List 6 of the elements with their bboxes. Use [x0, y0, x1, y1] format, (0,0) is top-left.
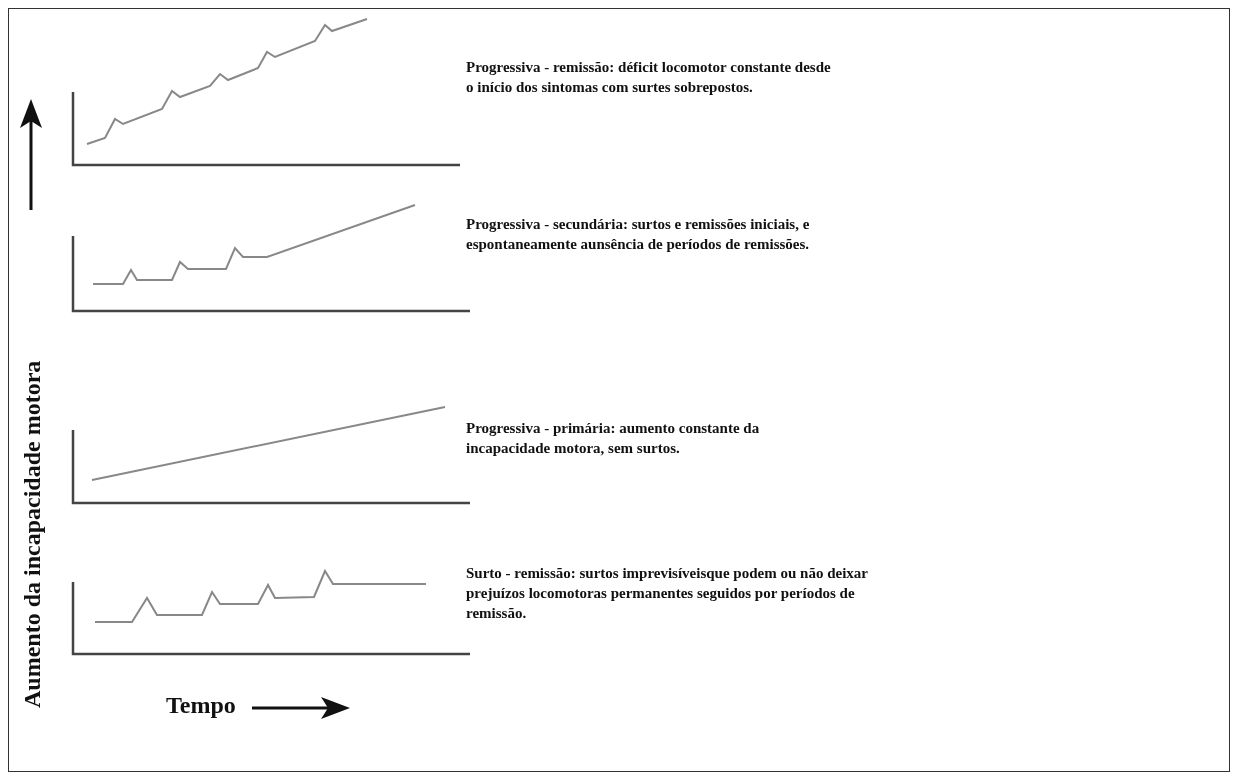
description-text: Progressiva - remissão: déficit locomotor constante desde o início dos sintomas com surtes sobrepostos. — [466, 58, 832, 97]
description-text: Progressiva - primária: aumento constante da incapacidade motora, sem surtos. — [466, 419, 761, 458]
description-text: Progressiva - secundária: surtos e remissões iniciais, e espontaneamente aunsência de períodos de remissões. — [466, 215, 811, 254]
axis-title: Tempo — [166, 692, 236, 719]
axis-title: Aumento da incapacidade motora — [19, 360, 46, 708]
description-text: Surto - remissão: surtos imprevisíveisque podem ou não deixar prejuízos locomotoras permanentes seguidos por períodos de remissão. — [466, 564, 869, 623]
